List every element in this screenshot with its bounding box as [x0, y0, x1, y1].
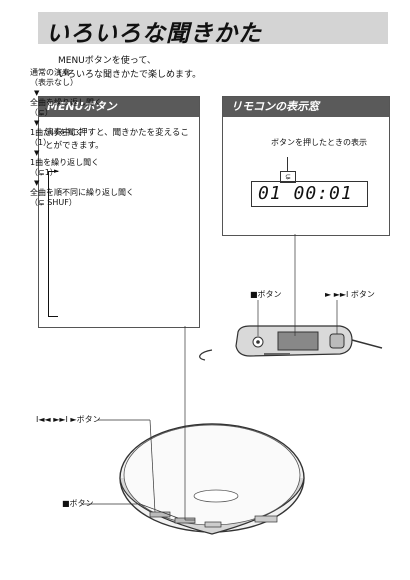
repeat-icon: ⊊	[280, 171, 296, 183]
flow-item-label: 1曲だけを聞く	[30, 128, 84, 137]
flow-item-shuffle-repeat: 全曲を順不同に繰り返し聞く （⊊ SHUF）	[30, 188, 134, 208]
play-mode-flow: 通常の演奏 （表示なし） ▼ 全曲を繰り返し聞く （⊊） ▼ 1曲だけを聞く （…	[30, 68, 134, 208]
menu-button-panel: MENUボタン 演奏中に押すと、聞きかたを変えることができます。	[38, 96, 200, 328]
remote-play-label: ► ►►I ボタン	[325, 290, 375, 299]
remote-panel-header: リモコンの表示窓	[223, 97, 389, 117]
menu-panel-description: 演奏中に押すと、聞きかたを変えることができます。	[45, 128, 189, 151]
flow-item-repeat-all: 全曲を繰り返し聞く （⊊）	[30, 98, 134, 118]
down-arrow-icon: ▼	[34, 149, 40, 157]
flow-item-indicator: （⊊）	[30, 108, 53, 117]
display-caption: ボタンを押したときの表示	[271, 138, 367, 147]
flow-item-single: 1曲だけを聞く （1）	[30, 128, 134, 148]
flow-item-indicator: （⊊1）	[30, 168, 58, 177]
remote-play-button	[329, 333, 345, 349]
caption-leader-line	[287, 157, 288, 171]
remote-cord-right	[351, 339, 383, 349]
remote-control	[235, 325, 353, 357]
down-arrow-icon: ▼	[34, 119, 40, 127]
flow-item-indicator: （⊊ SHUF）	[30, 198, 77, 207]
page-title: いろいろな聞きかた	[46, 21, 262, 47]
intro-line-1: MENUボタンを使って、	[58, 56, 156, 66]
down-arrow-icon: ▼	[34, 179, 40, 187]
remote-stop-label: ■ボタン	[250, 290, 282, 299]
player-stop-label: ■ボタン	[62, 499, 94, 508]
flow-item-label: 通常の演奏	[30, 68, 70, 77]
lcd-display: 01 00:01	[251, 181, 368, 207]
right-arrow-icon: ►	[54, 167, 60, 175]
loop-back-line-top	[48, 171, 58, 172]
remote-cord-left	[199, 349, 213, 361]
player-skip-label: I◄◄ ►►I ►ボタン	[36, 415, 101, 424]
flow-item-label: 全曲を繰り返し聞く	[30, 98, 102, 107]
cd-player	[119, 423, 305, 535]
lcd-digits: 01 00:01	[258, 183, 353, 204]
flow-item-label: 1曲を繰り返し聞く	[30, 158, 100, 167]
flow-item-indicator: （表示なし）	[30, 78, 78, 87]
remote-display-panel: リモコンの表示窓 ボタンを押したときの表示 ⊊ 01 00:01	[222, 96, 390, 236]
intro-text: MENUボタンを使って、 いろいろな聞きかたで楽しめます。	[58, 54, 201, 82]
remote-lcd-window	[277, 331, 319, 351]
loop-back-line-bottom	[48, 316, 58, 317]
down-arrow-icon: ▼	[34, 89, 40, 97]
intro-line-2: いろいろな聞きかたで楽しめます。	[58, 70, 202, 80]
flow-item-label: 全曲を順不同に繰り返し聞く	[30, 188, 134, 197]
flow-item-indicator: （1）	[30, 138, 52, 147]
loop-back-line	[48, 171, 49, 317]
flow-item-normal: 通常の演奏 （表示なし）	[30, 68, 134, 88]
flow-item-repeat-one: 1曲を繰り返し聞く （⊊1）	[30, 158, 134, 178]
player-skip-buttons	[149, 511, 171, 518]
menu-panel-header: MENUボタン	[39, 97, 199, 117]
title-bar: いろいろな聞きかた	[38, 12, 388, 47]
